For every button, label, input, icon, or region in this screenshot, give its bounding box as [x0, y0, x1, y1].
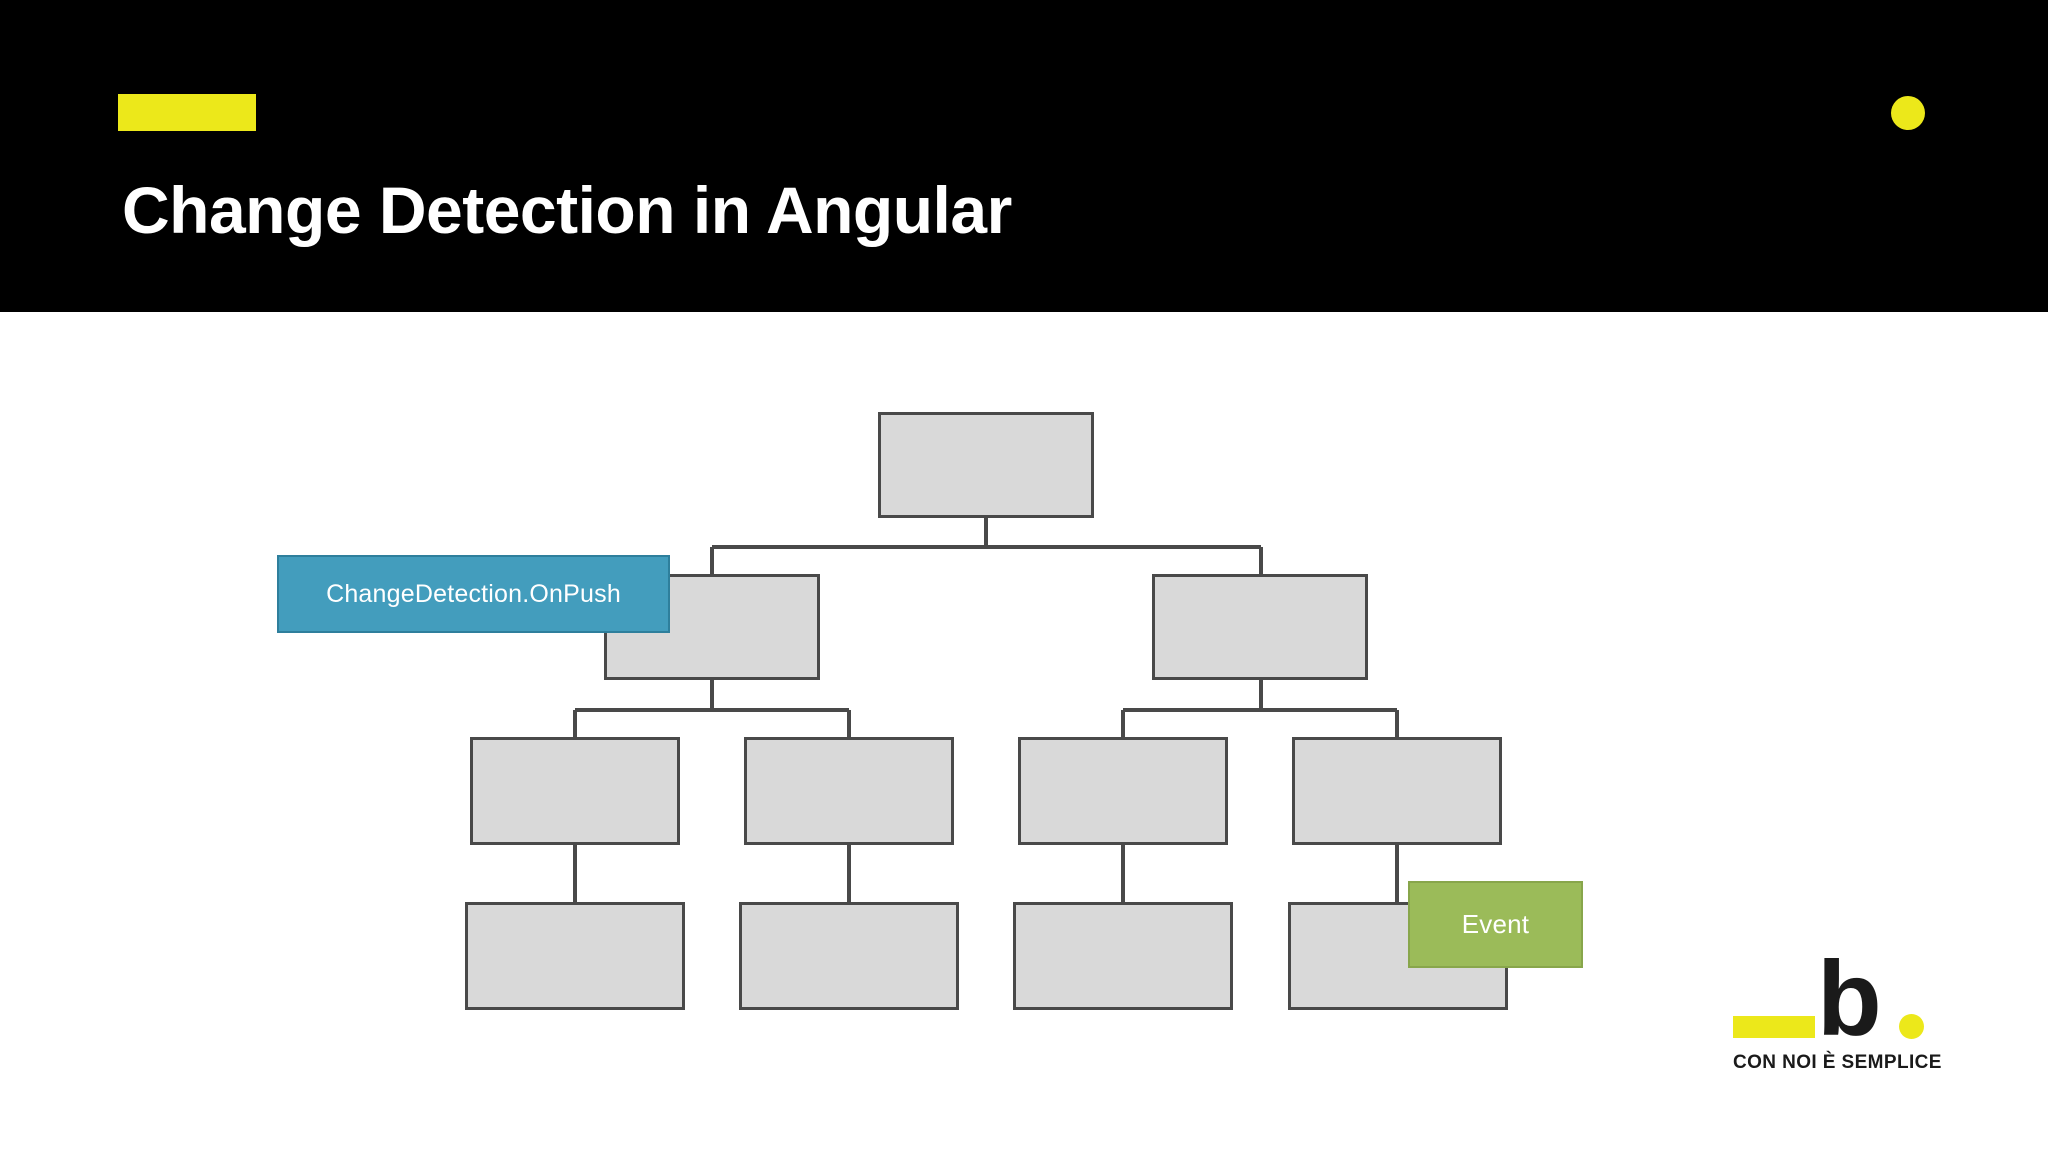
tree-node-l2-c[interactable]: [1018, 737, 1228, 845]
logo-dot-icon: [1899, 1014, 1924, 1039]
annotation-onpush-label: ChangeDetection.OnPush: [326, 579, 621, 608]
tree-node-l2-a[interactable]: [470, 737, 680, 845]
component-tree-diagram: ChangeDetection.OnPush Event: [0, 312, 2048, 1152]
tree-node-root[interactable]: [878, 412, 1094, 518]
annotation-onpush[interactable]: ChangeDetection.OnPush: [277, 555, 670, 633]
logo-tagline: CON NOI È SEMPLICE: [1733, 1052, 1942, 1073]
tree-node-l3-a[interactable]: [465, 902, 685, 1010]
slide-header: Change Detection in Angular: [0, 0, 2048, 312]
accent-bar: [118, 94, 256, 131]
annotation-event-label: Event: [1461, 909, 1530, 939]
brand-logo: b CON NOI È SEMPLICE: [1733, 940, 1941, 1080]
tree-node-l2-d[interactable]: [1292, 737, 1502, 845]
page-title: Change Detection in Angular: [122, 173, 1012, 247]
annotation-event[interactable]: Event: [1408, 881, 1583, 968]
tree-node-l3-b[interactable]: [739, 902, 959, 1010]
logo-bar-icon: [1733, 1016, 1815, 1038]
yellow-dot-icon: [1891, 96, 1925, 130]
tree-node-l2-b[interactable]: [744, 737, 954, 845]
logo-letter-b: b: [1817, 940, 1882, 1058]
tree-node-l1-b[interactable]: [1152, 574, 1368, 680]
tree-node-l3-c[interactable]: [1013, 902, 1233, 1010]
tree-connectors: [573, 518, 1399, 902]
